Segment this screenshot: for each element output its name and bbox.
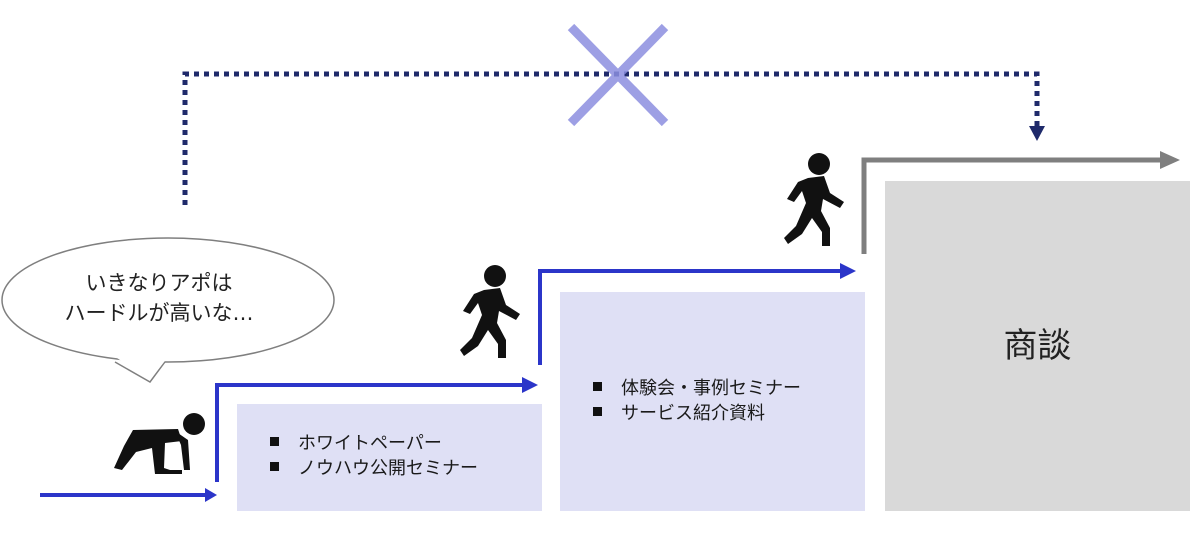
speech-line-2: ハードルが高いな…: [64, 301, 254, 325]
step2-arrow: [538, 269, 845, 365]
shortcut-arrowhead: [1029, 126, 1045, 141]
walking-person-icon: [460, 265, 520, 358]
walking-person-icon: [784, 153, 844, 246]
final-arrow: [861, 151, 1180, 254]
speech-bubble: [1, 237, 335, 383]
list-item: 体験会・事例セミナー: [593, 374, 801, 399]
list-item: サービス紹介資料: [593, 399, 801, 424]
bullet-square-icon: [593, 382, 602, 391]
step1-list: ホワイトペーパー ノウハウ公開セミナー: [270, 429, 478, 479]
list-item: ホワイトペーパー: [270, 429, 478, 454]
meeting-label: 商談: [1003, 326, 1072, 366]
step2-list: 体験会・事例セミナー サービス紹介資料: [593, 374, 801, 424]
speech-bubble-text: いきなりアポは ハードルが高いな…: [40, 268, 278, 328]
cross-icon: [567, 23, 669, 127]
step1-box: [237, 404, 542, 511]
meeting-box: [885, 181, 1190, 511]
step-arrows: [40, 263, 856, 502]
step2-box: [560, 292, 865, 511]
crouching-person-icon: [114, 413, 205, 474]
speech-line-1: いきなりアポは: [85, 271, 233, 295]
shortcut-path: [182, 71, 1045, 205]
bullet-square-icon: [270, 437, 279, 446]
step1-arrow: [215, 383, 526, 482]
list-item: ノウハウ公開セミナー: [270, 454, 478, 479]
bullet-square-icon: [270, 462, 279, 471]
bullet-square-icon: [593, 407, 602, 416]
